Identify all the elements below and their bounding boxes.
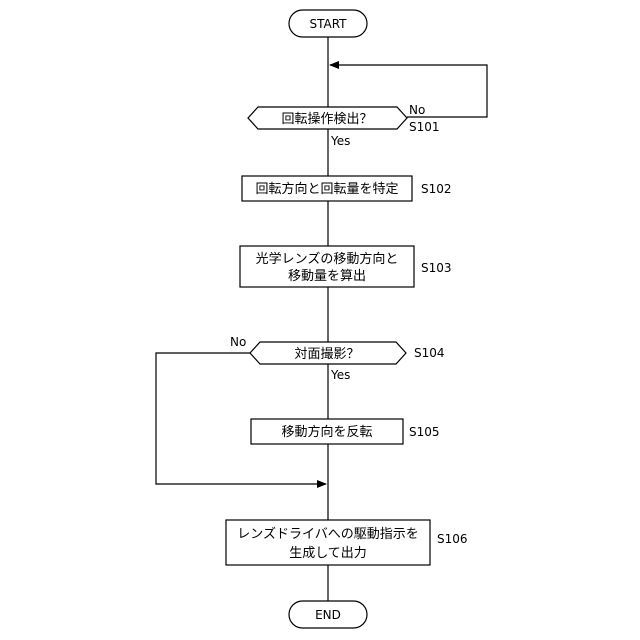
s104-step-label: S104 <box>414 346 445 360</box>
process-s102: 回転方向と回転量を特定 <box>242 176 412 201</box>
end-terminal: END <box>289 601 367 628</box>
s102-step-label: S102 <box>421 182 452 196</box>
process-s103-line1: 光学レンズの移動方向と <box>256 251 399 267</box>
process-s106-line2: 生成して出力 <box>289 546 367 561</box>
end-label: END <box>315 608 341 622</box>
process-s106-line1: レンズドライバへの駆動指示を <box>237 526 418 542</box>
process-s102-label: 回転方向と回転量を特定 <box>255 181 398 197</box>
process-s106: レンズドライバへの駆動指示を 生成して出力 <box>226 520 430 565</box>
start-terminal: START <box>289 10 367 37</box>
process-s105: 移動方向を反転 <box>251 419 403 444</box>
s104-no-label: No <box>230 335 246 349</box>
s101-no-label: No <box>409 103 425 117</box>
s104-yes-label: Yes <box>330 368 350 382</box>
process-s105-label: 移動方向を反転 <box>281 424 372 440</box>
process-s103: 光学レンズの移動方向と 移動量を算出 <box>240 246 414 287</box>
s101-step-label: S101 <box>409 120 440 134</box>
s103-step-label: S103 <box>421 261 452 275</box>
start-label: START <box>309 17 347 31</box>
process-s103-line2: 移動量を算出 <box>288 269 366 284</box>
s106-step-label: S106 <box>437 532 468 546</box>
decision-s104-label: 対面撮影？ <box>294 346 359 362</box>
decision-s104: 対面撮影？ <box>250 342 406 364</box>
decision-s101: 回転操作検出？ <box>248 107 407 129</box>
s101-yes-label: Yes <box>330 134 350 148</box>
s105-step-label: S105 <box>409 425 440 439</box>
decision-s101-label: 回転操作検出？ <box>281 111 372 127</box>
